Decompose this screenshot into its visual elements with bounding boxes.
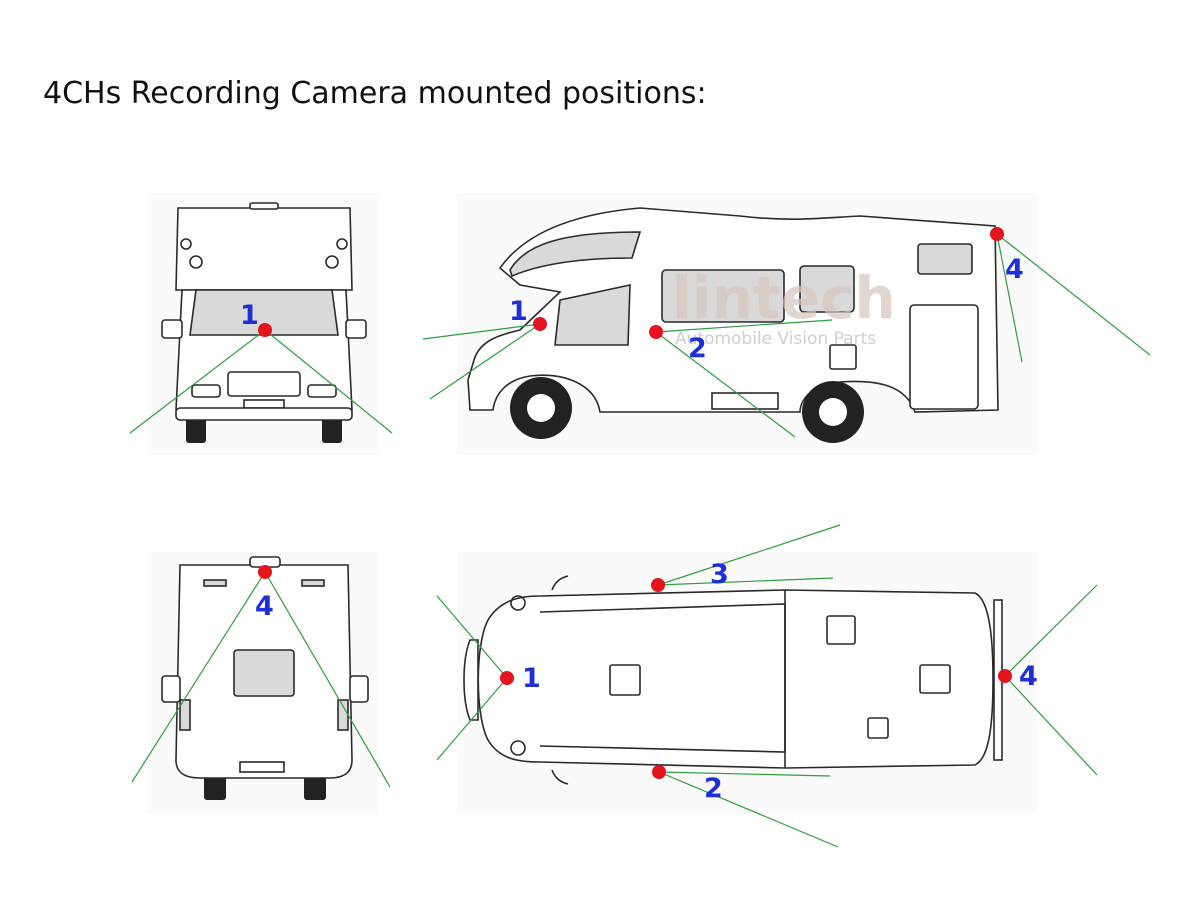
front-mirror-left — [161, 319, 183, 339]
rear-camera-4-label: 4 — [255, 591, 274, 622]
top-camera-2-dot — [652, 765, 666, 779]
front-camera-1-label: 1 — [240, 300, 259, 331]
top-camera-4-dot — [998, 669, 1012, 683]
front-camera-1-dot — [258, 323, 272, 337]
front-number-plate — [243, 399, 285, 409]
side-cam4-view-line-upper — [996, 233, 1151, 356]
front-bumper — [175, 407, 353, 421]
top-cam2-view-line-inner — [658, 771, 831, 777]
top-camera-3-dot — [651, 578, 665, 592]
top-skylight-4 — [867, 717, 889, 739]
top-skylight-1 — [609, 664, 641, 696]
front-headlight-right — [307, 384, 337, 398]
side-window-2 — [799, 265, 855, 313]
front-marker-lamp-right — [336, 238, 348, 250]
side-alcove-window — [509, 231, 642, 278]
camera-markers — [258, 227, 1012, 779]
side-locker — [711, 392, 779, 410]
top-view — [463, 575, 1003, 785]
rear-cam4-view-line-left — [131, 571, 266, 783]
top-camera-1-dot — [500, 671, 514, 685]
top-camera-1-label: 1 — [522, 663, 541, 694]
side-view — [467, 207, 999, 443]
rear-camera-4-dot — [258, 565, 272, 579]
top-cam1-view-line-upper — [436, 595, 508, 679]
rear-cam4-view-line-right — [264, 571, 391, 788]
front-mirror-right — [345, 319, 367, 339]
top-camera-4-label: 4 — [1019, 661, 1038, 692]
top-cam4-view-line-upper — [1004, 584, 1098, 677]
rear-view — [161, 556, 369, 800]
rear-window — [233, 649, 295, 697]
top-cam1-view-line-lower — [436, 677, 508, 761]
front-lamp-right — [325, 255, 339, 269]
side-camera-2-label: 2 — [688, 333, 707, 364]
side-front-hub — [527, 394, 555, 422]
camera-view-lines — [129, 233, 1151, 848]
rear-mirror-right — [349, 675, 369, 703]
front-cam1-view-line-left — [129, 329, 266, 434]
rear-light-left — [179, 699, 191, 731]
top-cam3-view-line-inner — [657, 577, 834, 586]
top-lamp-right — [510, 740, 526, 756]
side-service-hatch — [829, 344, 857, 370]
rear-marker-left — [203, 579, 227, 587]
top-skylight-3 — [919, 664, 951, 694]
rear-number-plate — [239, 761, 285, 773]
diagram-title: 4CHs Recording Camera mounted positions: — [43, 76, 707, 111]
top-mirror-right — [551, 769, 569, 785]
side-cam2-view-line-lower — [655, 331, 796, 438]
side-cam2-view-line-upper — [655, 319, 833, 333]
side-rear-hub — [819, 398, 847, 426]
front-roof-vent — [249, 202, 279, 210]
front-marker-lamp-left — [180, 238, 192, 250]
top-camera-2-label: 2 — [704, 773, 723, 804]
side-window-3 — [917, 243, 973, 275]
side-cab-window — [554, 284, 631, 346]
top-lamp-left — [510, 595, 526, 611]
front-grille — [227, 371, 301, 397]
side-window-1 — [661, 269, 785, 323]
front-view — [161, 202, 367, 443]
front-right-tyre — [322, 415, 342, 443]
watermark-tagline: Automobile Vision Parts — [675, 329, 876, 349]
top-front-bumper — [463, 639, 479, 721]
side-cam4-view-line-lower — [996, 233, 1023, 363]
top-cam4-view-line-lower — [1004, 675, 1098, 776]
top-cam2-view-line-outer — [658, 771, 839, 848]
side-cam1-view-line-upper — [422, 323, 541, 340]
front-lamp-left — [189, 255, 203, 269]
front-headlight-left — [191, 384, 221, 398]
side-camera-2-dot — [649, 325, 663, 339]
camera-labels: 1 1 2 4 4 3 1 4 2 — [240, 254, 1038, 804]
side-camera-1-label: 1 — [509, 296, 528, 327]
side-entry-door — [909, 304, 979, 410]
front-cam1-view-line-right — [264, 329, 393, 434]
watermark-brand: lintech — [672, 264, 896, 332]
side-camera-4-label: 4 — [1005, 254, 1024, 285]
top-body-outline — [477, 589, 994, 769]
side-cam1-view-line-lower — [429, 323, 541, 400]
side-camera-4-dot — [990, 227, 1004, 241]
rear-light-right — [337, 699, 349, 731]
rear-mirror-left — [161, 675, 181, 703]
top-camera-3-label: 3 — [710, 559, 729, 590]
watermark: lintech Automobile Vision Parts — [672, 264, 896, 349]
front-left-tyre — [186, 415, 206, 443]
front-windscreen — [189, 289, 339, 336]
top-skylight-2 — [826, 615, 856, 645]
side-camera-1-dot — [533, 317, 547, 331]
rear-marker-right — [301, 579, 325, 587]
top-mirror-left — [551, 575, 569, 591]
front-alcove — [175, 207, 353, 291]
top-cam3-view-line-outer — [657, 524, 841, 586]
